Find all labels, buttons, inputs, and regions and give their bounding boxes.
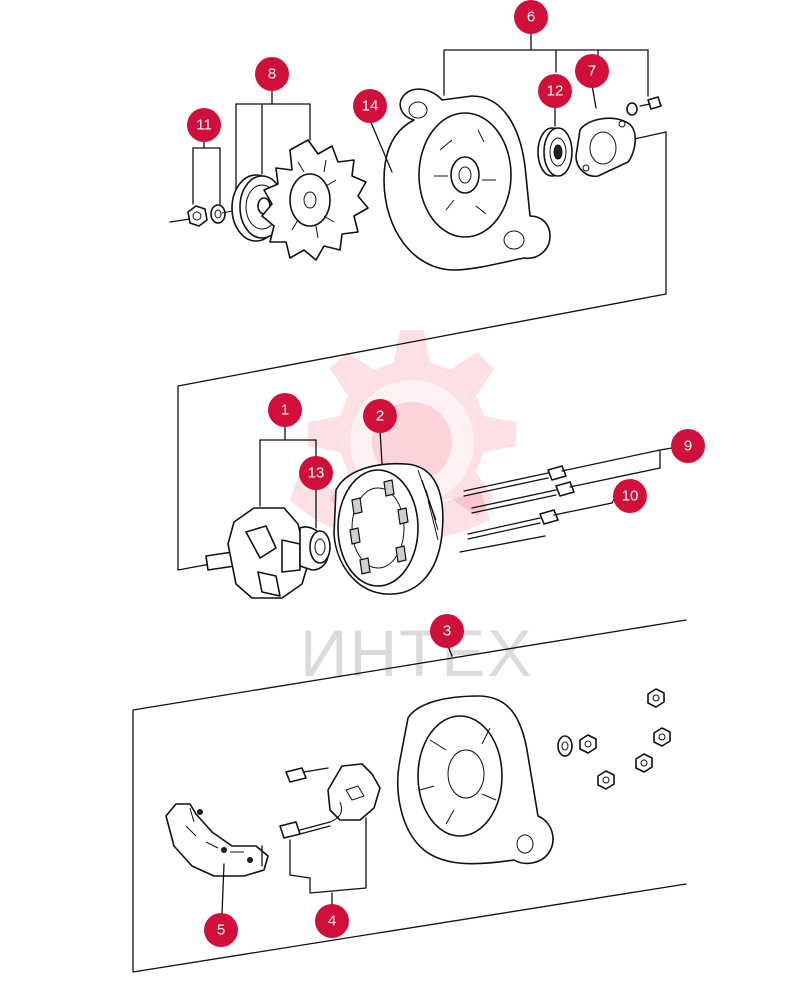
callout-6: 6 bbox=[514, 0, 548, 34]
rectifier-part-5 bbox=[165, 803, 269, 877]
svg-text:4: 4 bbox=[328, 913, 336, 930]
brush-holder-part-4 bbox=[279, 763, 381, 894]
callout-14: 14 bbox=[353, 89, 387, 123]
callout-7: 7 bbox=[575, 54, 609, 88]
svg-text:3: 3 bbox=[443, 623, 451, 640]
through-bolts-part-9-10 bbox=[463, 449, 661, 540]
nut-washer-part-11 bbox=[187, 204, 259, 227]
callout-1: 1 bbox=[268, 393, 302, 427]
group-frame-lines bbox=[132, 131, 687, 973]
svg-text:6: 6 bbox=[527, 9, 535, 26]
svg-text:14: 14 bbox=[362, 98, 379, 115]
svg-text:11: 11 bbox=[196, 117, 212, 134]
svg-text:7: 7 bbox=[588, 63, 596, 80]
callout-10: 10 bbox=[613, 479, 647, 513]
rotor-bearing-part-13 bbox=[309, 530, 331, 564]
callout-11: 11 bbox=[187, 108, 221, 142]
svg-text:9: 9 bbox=[684, 438, 692, 455]
svg-text:10: 10 bbox=[622, 488, 639, 505]
svg-text:5: 5 bbox=[217, 922, 225, 939]
drive-end-housing-part-6 bbox=[383, 88, 551, 271]
watermark-text: ИНТЕХ bbox=[300, 616, 533, 690]
callout-5: 5 bbox=[204, 913, 238, 947]
svg-text:2: 2 bbox=[376, 408, 384, 425]
fan-part-8 bbox=[261, 139, 369, 261]
svg-text:13: 13 bbox=[308, 465, 325, 482]
rotor-part-1 bbox=[204, 507, 330, 599]
callout-3: 3 bbox=[430, 614, 464, 648]
callout-13: 13 bbox=[299, 456, 333, 490]
callout-8: 8 bbox=[255, 57, 289, 91]
rear-housing-part-3 bbox=[397, 695, 554, 865]
bearing-part-12 bbox=[537, 127, 573, 177]
svg-text:8: 8 bbox=[268, 66, 276, 83]
callout-12: 12 bbox=[538, 74, 572, 108]
stator-part-2 bbox=[333, 462, 444, 595]
svg-text:1: 1 bbox=[281, 402, 289, 419]
callout-9: 9 bbox=[671, 429, 705, 463]
callout-2: 2 bbox=[363, 399, 397, 433]
svg-text:12: 12 bbox=[547, 83, 564, 100]
callout-4: 4 bbox=[315, 904, 349, 938]
retainer-plate-part-7 bbox=[575, 117, 637, 178]
fittings-part-3 bbox=[557, 688, 671, 790]
screws-part-6 bbox=[626, 96, 662, 116]
